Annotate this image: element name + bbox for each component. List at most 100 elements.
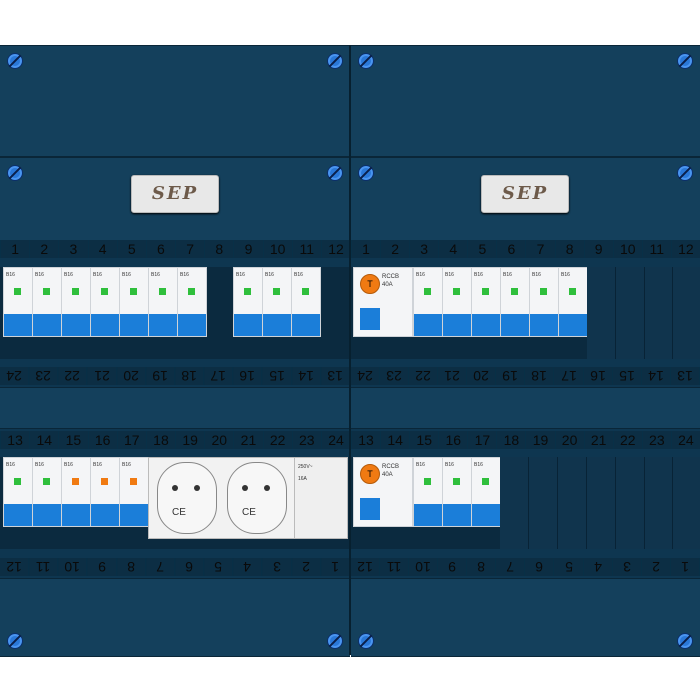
circuit-breaker[interactable]: B16 [291,267,321,337]
circuit-breaker[interactable]: B16 [90,267,120,337]
screw-icon [327,53,343,69]
breaker-toggle-icon [72,288,79,295]
screw-icon [358,53,374,69]
rcd-main-switch[interactable]: T RCCB 40A [353,267,413,337]
breaker-toggle-icon [188,288,195,295]
breaker-toggle-icon [540,288,547,295]
rcd-lever[interactable] [360,308,380,330]
circuit-breaker[interactable]: B16 [233,267,263,337]
circuit-breaker[interactable]: B16 [529,267,559,337]
blank-slot [529,457,558,549]
circuit-breaker[interactable]: B16 [413,457,443,527]
bottom-cover-panel-right [351,578,700,657]
ce-mark: CE [242,507,256,518]
breaker-toggle-icon [43,478,50,485]
breaker-toggle-icon [482,478,489,485]
blank-slot [673,267,700,359]
breaker-toggle-icon [511,288,518,295]
circuit-breaker[interactable]: B16 [558,267,588,337]
socket-outlet[interactable]: CE [157,462,217,534]
circuit-breaker[interactable]: B16 [177,267,207,337]
middle-blank-panel-right [351,387,700,429]
din-rail-row2-left: B16 B16 B16 B16 B16 CE CE 250V~ 16A [0,457,350,549]
blank-slot [558,457,587,549]
top-cover-panel-left [0,45,350,157]
circuit-breaker[interactable]: B16 [262,267,292,337]
blank-slot [673,457,700,549]
breaker-toggle-icon [101,478,108,485]
breaker-toggle-icon [101,288,108,295]
circuit-breaker[interactable]: B16 [3,267,33,337]
circuit-breaker[interactable]: B16 [119,267,149,337]
din-rail-row1-right: T RCCB 40A B16 B16 B16 B16 B16 B16 [351,267,700,359]
circuit-breaker[interactable]: B16 [471,457,501,527]
screw-icon [677,633,693,649]
sep-logo: SEP [481,175,569,213]
rcd-lever[interactable] [360,498,380,520]
breaker-toggle-icon [424,478,431,485]
ce-mark: CE [172,507,186,518]
breaker-toggle-icon [569,288,576,295]
screw-icon [327,165,343,181]
breaker-toggle-icon [43,288,50,295]
screw-icon [7,165,23,181]
breaker-toggle-icon [482,288,489,295]
screw-icon [327,633,343,649]
screw-icon [7,53,23,69]
rcbo-breaker[interactable]: B16 [90,457,120,527]
breaker-toggle-icon [14,478,21,485]
circuit-breaker[interactable]: B16 [471,267,501,337]
blank-slot [587,457,616,549]
screw-icon [358,165,374,181]
din-rail-row2-right: T RCCB 40A B16 B16 B16 [351,457,700,549]
blank-slot [500,457,529,549]
circuit-breaker[interactable]: B16 [442,267,472,337]
rcbo-breaker[interactable]: B16 [61,457,91,527]
circuit-breaker[interactable]: B16 [32,267,62,337]
rcd-main-switch[interactable]: T RCCB 40A [353,457,413,527]
socket-outlet[interactable]: CE [227,462,287,534]
breaker-toggle-icon [244,288,251,295]
breaker-toggle-icon [273,288,280,295]
blank-slot [645,457,673,549]
breaker-toggle-icon [130,288,137,295]
circuit-breaker[interactable]: B16 [148,267,178,337]
breaker-toggle-icon [14,288,21,295]
breaker-toggle-icon [130,478,137,485]
column-divider [349,45,351,655]
circuit-breaker[interactable]: B16 [413,267,443,337]
top-cover-panel-right [351,45,700,157]
din-rail-row1-left: B16 B16 B16 B16 B16 B16 B16 B16 B16 B16 [0,267,350,359]
circuit-breaker[interactable]: B16 [61,267,91,337]
screw-icon [7,633,23,649]
bottom-cover-panel-left [0,578,350,657]
breaker-toggle-icon [453,288,460,295]
circuit-breaker[interactable]: B16 [500,267,530,337]
sep-logo: SEP [131,175,219,213]
blank-slot [587,267,616,359]
screw-icon [677,53,693,69]
circuit-breaker[interactable]: B16 [32,457,62,527]
breaker-toggle-icon [159,288,166,295]
socket-outlet-module: CE CE [148,457,296,539]
rcbo-breaker[interactable]: B16 [119,457,149,527]
middle-blank-panel-left [0,387,350,429]
socket-info-label: 250V~ 16A [294,457,348,539]
rcd-test-button-icon[interactable]: T [360,464,380,484]
breaker-toggle-icon [453,478,460,485]
rcd-test-button-icon[interactable]: T [360,274,380,294]
blank-slot [616,267,645,359]
circuit-breaker[interactable]: B16 [442,457,472,527]
label-panel-left: SEP [0,157,350,241]
circuit-breaker[interactable]: B16 [3,457,33,527]
